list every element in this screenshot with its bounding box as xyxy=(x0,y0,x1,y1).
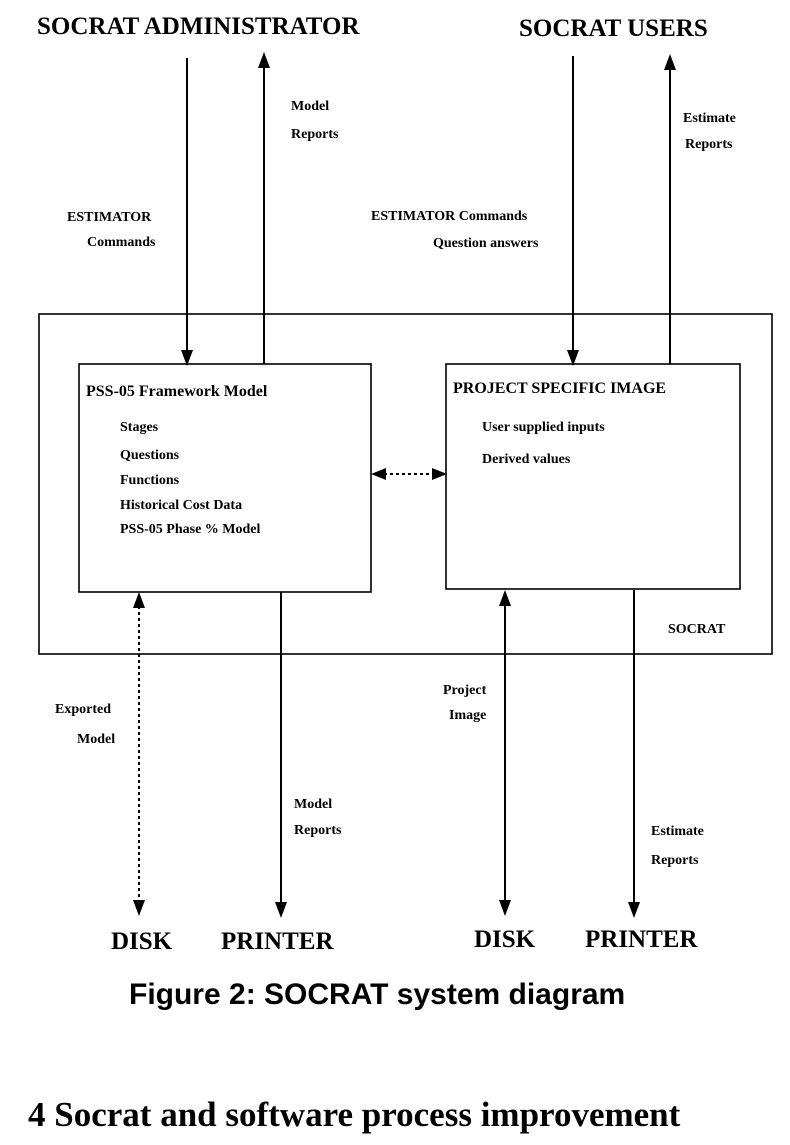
socrat-system-boundary xyxy=(38,313,773,655)
label-model-printout: Reports xyxy=(294,823,342,838)
project-image-title: PROJECT SPECIFIC IMAGE xyxy=(453,380,666,397)
arrowhead-up-icon xyxy=(664,54,676,70)
framework-item: Historical Cost Data xyxy=(120,498,242,513)
project-item: Derived values xyxy=(482,452,571,467)
framework-model-box xyxy=(78,363,372,593)
label-admin-reports: Reports xyxy=(291,127,339,142)
device-disk-right: DISK xyxy=(474,926,536,953)
framework-item: Functions xyxy=(120,473,180,488)
label-admin-reports: Model xyxy=(291,99,329,114)
socrat-system-label: SOCRAT xyxy=(668,622,726,637)
label-admin-commands: ESTIMATOR xyxy=(67,210,152,225)
device-printer-left: PRINTER xyxy=(221,928,334,955)
arrowhead-up-icon xyxy=(258,52,270,68)
framework-item: PSS-05 Phase % Model xyxy=(120,522,261,537)
framework-model-title: PSS-05 Framework Model xyxy=(86,383,268,400)
project-item: User supplied inputs xyxy=(482,420,605,435)
label-user-commands: Question answers xyxy=(433,236,539,251)
arrowhead-right-icon xyxy=(432,468,447,480)
label-project-image: Image xyxy=(449,708,486,723)
device-disk-left: DISK xyxy=(111,928,173,955)
label-estimate-printout: Reports xyxy=(651,853,699,868)
label-estimate-printout: Estimate xyxy=(651,824,704,839)
actor-administrator: SOCRAT ADMINISTRATOR xyxy=(37,13,360,40)
label-project-image: Project xyxy=(443,683,487,698)
arrowhead-down-icon xyxy=(275,902,287,918)
arrowhead-down-icon xyxy=(628,902,640,918)
device-printer-right: PRINTER xyxy=(585,926,698,953)
section-heading: 4 Socrat and software process improvemen… xyxy=(28,1095,681,1134)
label-user-reports: Estimate xyxy=(683,111,736,126)
label-model-printout: Model xyxy=(294,797,332,812)
arrowhead-up-icon xyxy=(133,592,145,608)
arrowhead-down-icon xyxy=(567,350,579,366)
arrowhead-down-icon xyxy=(499,900,511,916)
label-admin-commands: Commands xyxy=(87,235,156,250)
label-exported-model: Exported xyxy=(55,702,111,717)
label-user-reports: Reports xyxy=(685,137,733,152)
framework-item: Stages xyxy=(120,420,159,435)
arrowhead-down-icon xyxy=(181,350,193,366)
arrowhead-down-icon xyxy=(133,900,145,916)
figure-caption: Figure 2: SOCRAT system diagram xyxy=(129,978,625,1011)
framework-item: Questions xyxy=(120,448,180,463)
label-user-commands: ESTIMATOR Commands xyxy=(371,209,528,224)
actor-users: SOCRAT USERS xyxy=(519,15,708,42)
arrowhead-up-icon xyxy=(499,590,511,606)
project-image-box xyxy=(445,363,741,590)
arrowhead-left-icon xyxy=(371,468,386,480)
label-exported-model: Model xyxy=(77,732,115,747)
